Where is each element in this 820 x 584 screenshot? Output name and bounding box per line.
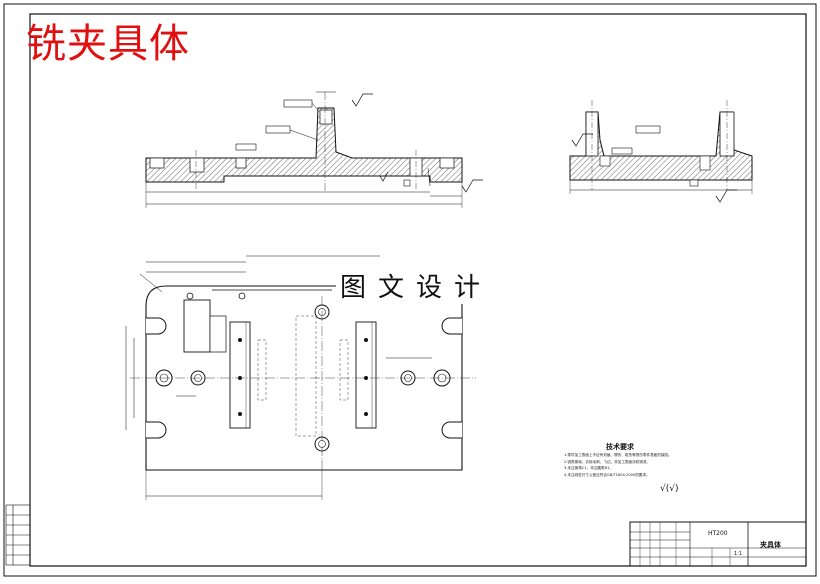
watermark-text: 图文设计 bbox=[336, 272, 497, 304]
title-block-scale: 1:1 bbox=[734, 551, 743, 557]
tech-requirement-item: 2.锐角倒钝，去除毛刺，飞边，非加工表面涂防锈漆。 bbox=[564, 459, 651, 464]
tech-requirements-title: 技术要求 bbox=[606, 443, 634, 451]
tech-requirements-list: 1.零件加工表面上不应有划痕、擦伤、碰伤等损伤零件表面的缺陷。 2.锐角倒钝，去… bbox=[564, 452, 676, 478]
tech-requirement-item: 4.未注线性尺寸公差应符合GB/T1804-2000的要求。 bbox=[564, 472, 650, 477]
side-section-view bbox=[569, 100, 753, 203]
title-block-part-name: 夹具体 bbox=[760, 541, 781, 549]
tech-requirement-item: 1.零件加工表面上不应有划痕、擦伤、碰伤等损伤零件表面的缺陷。 bbox=[564, 453, 672, 457]
drawing-title: 铣夹具体 bbox=[26, 21, 190, 67]
title-block bbox=[629, 521, 807, 567]
plan-view bbox=[125, 255, 476, 500]
outer-border bbox=[3, 3, 817, 577]
front-section-view bbox=[145, 91, 483, 208]
roughness-note: √(√) bbox=[660, 484, 679, 494]
tech-requirement-item: 3.未注倒角C1，未注圆角R1。 bbox=[564, 466, 613, 471]
inner-border bbox=[29, 13, 807, 567]
binding-strip-table bbox=[5, 504, 31, 566]
title-block-material: HT200 bbox=[708, 530, 728, 537]
